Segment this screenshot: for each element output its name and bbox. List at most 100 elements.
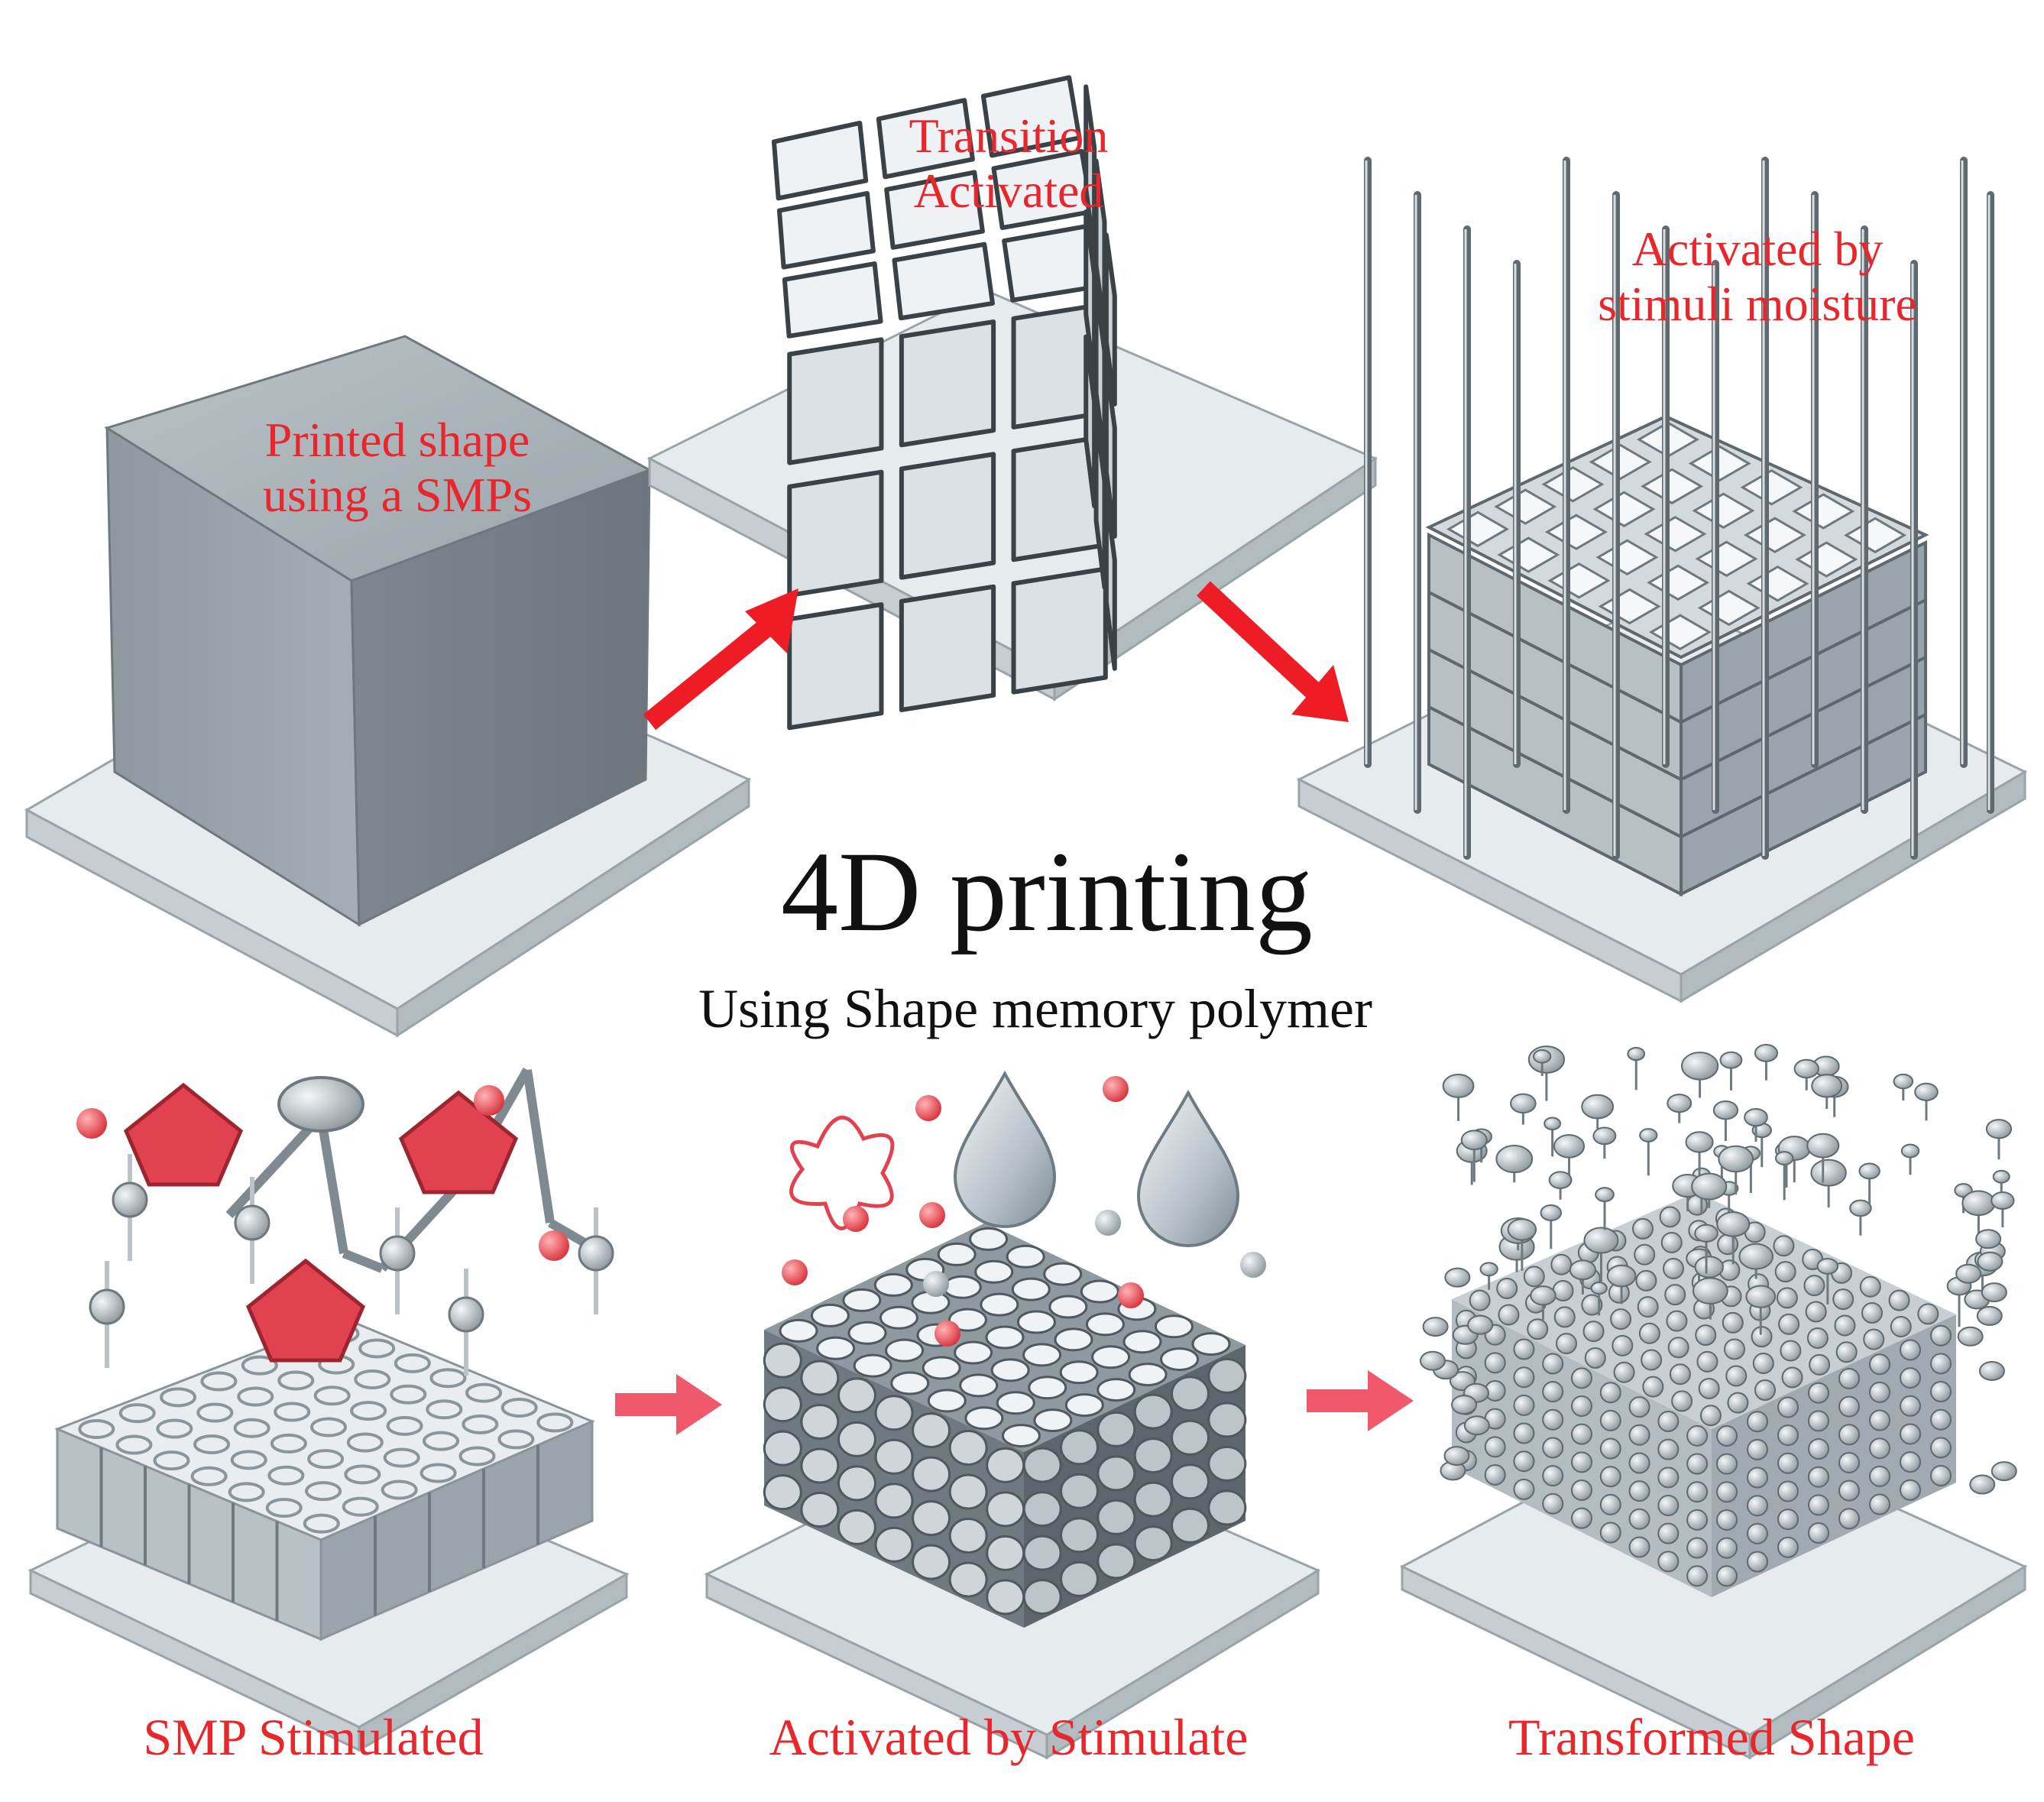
red-particle <box>474 1085 504 1116</box>
lattice-node-right <box>1838 1424 1860 1446</box>
cell-right <box>1097 1499 1136 1535</box>
cell-right <box>1207 1357 1247 1394</box>
lattice-node-right <box>1869 1353 1890 1376</box>
slab-squiggle <box>354 1369 391 1390</box>
cell-left <box>800 1360 840 1396</box>
lattice-node-left <box>1628 1536 1650 1558</box>
lattice-node-top <box>1834 1314 1856 1337</box>
transformed-shape-group <box>1399 1044 2028 1760</box>
floating-node <box>1694 1256 1724 1279</box>
grid-cell-left <box>899 319 996 448</box>
lattice-node-top <box>1754 1379 1776 1402</box>
smp-slab <box>53 1317 595 1642</box>
lattice-node-right <box>1747 1438 1768 1460</box>
cell-top <box>816 1336 856 1360</box>
page-subtitle: Using Shape memory polymer <box>698 978 1372 1039</box>
cell-right <box>1060 1517 1099 1554</box>
slab-squiggle <box>497 1429 535 1450</box>
cell-right <box>1133 1437 1173 1474</box>
lattice-node-top <box>1556 1333 1577 1355</box>
cell-left <box>912 1544 951 1580</box>
cell-left <box>874 1526 914 1563</box>
cell-left <box>874 1483 914 1519</box>
cell-right <box>1133 1525 1173 1562</box>
lattice-node-top <box>1890 1316 1912 1338</box>
stimulus-particle <box>782 1259 808 1285</box>
arrow-activated-to-transformed <box>1307 1370 1414 1431</box>
grid-cell-left <box>1011 566 1108 695</box>
smp-slab-pattern <box>78 1324 574 1534</box>
lattice-node-left <box>1571 1480 1592 1501</box>
cell-top <box>1001 1424 1041 1448</box>
cell-right-base <box>1024 1345 1246 1628</box>
floating-node <box>1957 1326 1984 1347</box>
slab-squiggle <box>344 1464 381 1485</box>
cell-top <box>779 1318 818 1343</box>
lattice-node-top <box>1638 1322 1660 1344</box>
cell-top <box>847 1321 887 1345</box>
floating-node <box>1592 1126 1617 1146</box>
cell-right <box>1133 1481 1173 1518</box>
cell-left <box>948 1429 988 1466</box>
cell-top <box>980 1292 1019 1317</box>
cell-top <box>1091 1345 1131 1369</box>
slab-squiggle <box>386 1415 423 1436</box>
cell-left <box>763 1474 802 1511</box>
lattice-node-right <box>1900 1367 1921 1389</box>
cell-left <box>986 1535 1025 1571</box>
lattice-node-top <box>1527 1318 1549 1340</box>
slab-squiggle <box>228 1482 265 1502</box>
molecule-red-node <box>398 1090 519 1194</box>
moisture-rods <box>1364 157 1994 860</box>
cell-top <box>947 1308 987 1332</box>
lattice-node-top <box>1695 1324 1717 1347</box>
stack-top-face <box>1425 414 1929 660</box>
lattice-node-top <box>1832 1288 1855 1311</box>
stimulus-particle <box>1118 1282 1144 1308</box>
cell-left <box>800 1447 840 1484</box>
cell-top <box>1085 1312 1125 1337</box>
stimulus-particle <box>1095 1210 1121 1236</box>
slab-squiggle <box>153 1450 190 1471</box>
lattice-node-top <box>1806 1327 1829 1350</box>
stack-top-cell <box>1544 514 1608 550</box>
cell-right <box>1207 1445 1247 1482</box>
slab-squiggle <box>156 1418 193 1439</box>
lattice-node-right <box>1869 1409 1890 1431</box>
activated-cell-cube <box>763 1223 1247 1628</box>
gray-particle <box>89 1288 125 1325</box>
floating-node <box>1981 1282 2007 1303</box>
lattice-node-top <box>1496 1278 1518 1300</box>
lattice-node-top <box>1664 1284 1686 1306</box>
label-smp-stimulated: SMP Stimulated <box>143 1708 484 1766</box>
stack-top-cell <box>1592 491 1656 527</box>
lattice-node-right <box>1838 1367 1860 1389</box>
slab-squiggle <box>307 1449 345 1470</box>
lattice-node-left <box>1657 1551 1680 1573</box>
cell-left <box>912 1412 951 1449</box>
cell-right <box>1171 1376 1210 1412</box>
cell-right <box>1022 1535 1062 1571</box>
grid-cell-top <box>876 98 975 180</box>
lattice-node-left <box>1628 1508 1650 1530</box>
lattice-node-left <box>1599 1437 1621 1460</box>
lattice-node-right <box>1777 1452 1799 1474</box>
cell-top <box>1016 1310 1056 1334</box>
lattice-node-top <box>1717 1233 1739 1256</box>
cell-right <box>1171 1419 1210 1456</box>
slab-squiggle <box>274 1402 311 1422</box>
lattice-node-top <box>1553 1306 1576 1328</box>
lattice-node-left <box>1628 1424 1650 1446</box>
lattice-node-top <box>1781 1366 1803 1389</box>
lattice-node-left <box>1628 1396 1650 1418</box>
cell-top <box>942 1275 982 1299</box>
cell-left <box>948 1561 988 1598</box>
floating-node <box>1553 1134 1586 1159</box>
stack-top-cell <box>1494 488 1557 525</box>
grid-cell-right <box>1093 413 1107 590</box>
cell-left <box>948 1473 988 1510</box>
floating-node <box>1774 1151 1794 1166</box>
floating-node <box>1744 1107 1768 1127</box>
lattice-node-left <box>1571 1367 1592 1389</box>
label-moisture: Activated by stimuli moisture <box>1598 222 1917 331</box>
